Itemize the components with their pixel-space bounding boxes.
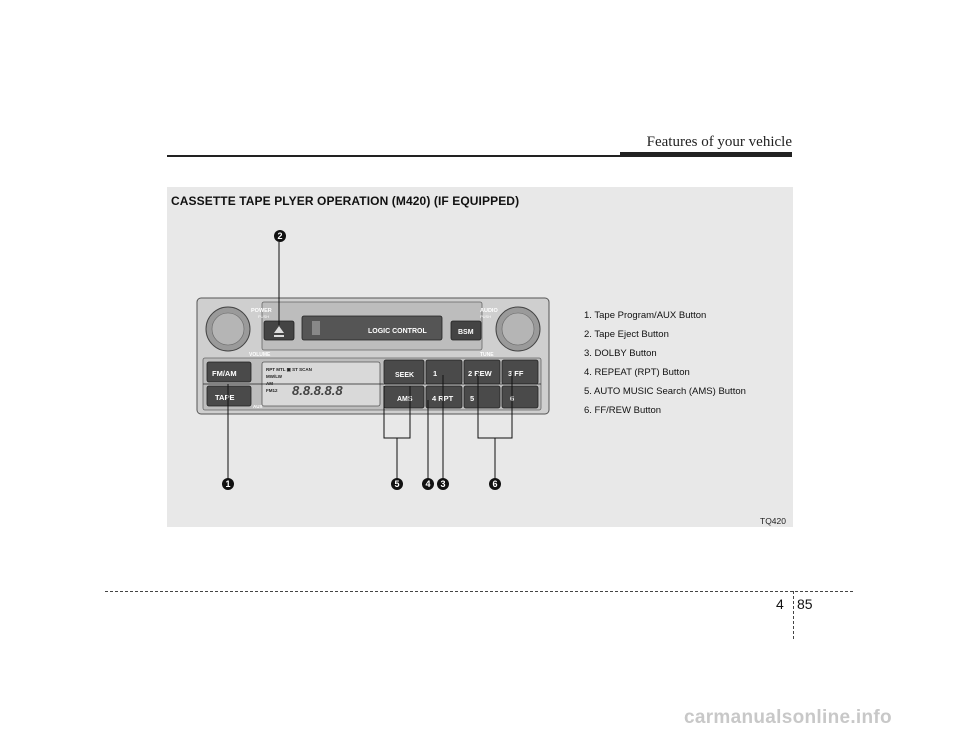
- callout-2: 2: [274, 230, 286, 242]
- section-title: CASSETTE TAPE PLYER OPERATION (M420) (IF…: [171, 194, 520, 208]
- preset-2-label: 2 REW: [468, 369, 493, 378]
- display-band-am: AM: [266, 381, 273, 386]
- header-title: Features of your vehicle: [646, 134, 792, 150]
- legend-item: 5. AUTO MUSIC Search (AMS) Button: [584, 386, 746, 397]
- aux-label: AUX: [253, 404, 263, 409]
- legend-item: 2. Tape Eject Button: [584, 329, 669, 340]
- ams-label: AMS: [397, 396, 413, 403]
- tape-label: TAPE: [215, 393, 234, 402]
- legend-item: 6. FF/REW Button: [584, 405, 662, 416]
- callout-5: 5: [391, 478, 403, 490]
- bsm-button: [450, 320, 482, 341]
- button-legend: 1. Tape Program/AUX Button 2. Tape Eject…: [584, 306, 746, 420]
- preset-1-label: 1: [433, 369, 437, 378]
- legend-item: 3. DOLBY Button: [584, 348, 657, 359]
- figure-code: TQ420: [760, 516, 786, 526]
- display-digits: 8.8.8.8.8: [292, 383, 343, 398]
- preset-3-label: 3 FF: [508, 369, 524, 378]
- footer-rule: [105, 591, 853, 592]
- preset-1-button: [425, 359, 463, 385]
- seek-label: SEEK: [395, 372, 414, 379]
- footer-divider: [793, 591, 794, 639]
- preset-5-button: [463, 385, 501, 409]
- callout-6: 6: [489, 478, 501, 490]
- site-watermark: carmanualsonline.info: [684, 707, 892, 728]
- cassette-slot: [301, 315, 443, 341]
- power-push-label: PUSH: [258, 314, 269, 319]
- legend-item: 4. REPEAT (RPT) Button: [584, 367, 690, 378]
- power-label: POWER: [251, 308, 272, 314]
- callout-leader-lines: [227, 242, 513, 478]
- page-number: 85: [797, 596, 813, 612]
- legend-item: 1. Tape Program/AUX Button: [584, 310, 707, 321]
- header-rule: [167, 155, 792, 157]
- display-indicators: RPT MTL ▣ ST SCAN: [266, 367, 312, 372]
- fm-am-label: FM/AM: [212, 369, 237, 378]
- volume-label: VOLUME: [249, 352, 271, 358]
- preset-4-button: [425, 385, 463, 409]
- tune-label: TUNE: [480, 352, 494, 358]
- callout-1: 1: [222, 478, 234, 490]
- callout-3: 3: [437, 478, 449, 490]
- chapter-number: 4: [776, 596, 784, 612]
- audio-push-label: PUSH: [480, 314, 491, 319]
- eject-icon: [274, 326, 284, 337]
- bsm-label: BSM: [458, 329, 474, 336]
- audio-label: AUDIO: [480, 308, 498, 314]
- header-rule-accent: [620, 152, 792, 156]
- tape-button: [206, 385, 252, 407]
- display-band-mw: MW/LW: [266, 374, 283, 379]
- logic-control-label: LOGIC CONTROL: [368, 328, 427, 335]
- preset-6-button: [501, 385, 539, 409]
- display-band-fm: FM12: [266, 388, 278, 393]
- preset-5-label: 5: [470, 394, 474, 403]
- callout-4: 4: [422, 478, 434, 490]
- fm-am-button: [206, 361, 252, 383]
